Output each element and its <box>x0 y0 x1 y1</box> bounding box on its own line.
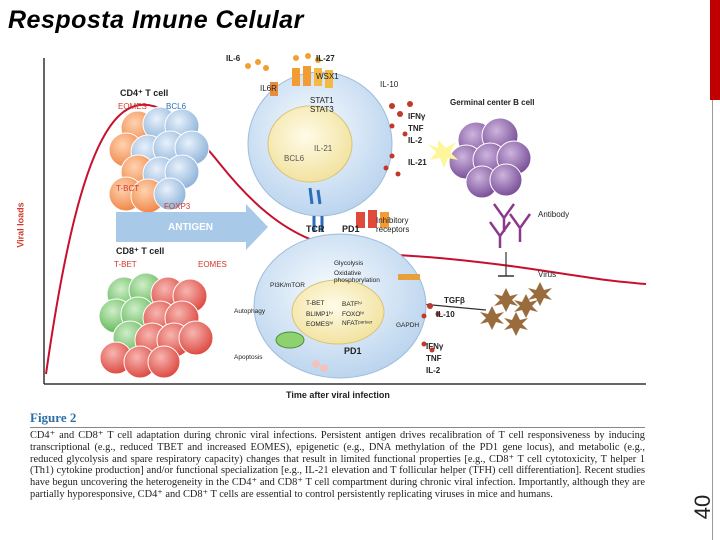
figure-graphic <box>43 53 647 385</box>
viral-load-curve <box>45 103 647 375</box>
virus-label: Virus <box>538 270 557 279</box>
nfat-label: NFATᵖᵃʳᵗⁿᵉʳ <box>342 320 373 327</box>
cd4-cell-cluster <box>108 106 210 214</box>
cd8-pd1-label: PD1 <box>344 346 362 356</box>
il6-dots <box>245 53 321 71</box>
virus-particles <box>480 282 552 336</box>
pd1-label: PD1 <box>342 224 360 234</box>
batf-label: BATFʰⁱ <box>342 301 362 308</box>
blimp-label: BLIMP1ʰⁱ <box>306 311 333 318</box>
cd4-eomes-label: EOMES <box>118 102 147 111</box>
caption-text: CD4⁺ and CD8⁺ T cell adaptation during c… <box>30 430 645 500</box>
tnf-out-label: TNF <box>408 124 424 133</box>
cd8-large-cell <box>253 210 427 379</box>
gapdh-label: GAPDH <box>396 322 420 329</box>
cd8-tbet-label: T-BET <box>114 260 137 269</box>
antigen-arrow <box>116 204 268 250</box>
antibody-label: Antibody <box>538 210 570 219</box>
il6r-label: IL6R <box>260 84 277 93</box>
stat-label: STAT1 STAT3 <box>310 96 334 114</box>
ifng-cd8-label: IFNγ <box>426 342 444 351</box>
caption-title: Figure 2 <box>30 410 645 428</box>
cd4-label: CD4⁺ T cell <box>120 88 169 98</box>
accent-bar <box>710 0 720 100</box>
cd4-tbct-label: T-BCT <box>116 184 140 193</box>
pi3k-label: PI3K/mTOR <box>270 282 305 289</box>
germinal-label: Germinal center B cell <box>450 98 535 107</box>
figure-caption: Figure 2 CD4⁺ and CD8⁺ T cell adaptation… <box>30 410 645 501</box>
bcl6-nucleus-label: BCL6 <box>284 154 305 163</box>
glycolysis-label: Glycolysis <box>334 260 364 267</box>
il10-cd8-label: IL-10 <box>436 310 455 319</box>
cytokine-dots <box>383 101 413 177</box>
slide-title: Resposta Imune Celular <box>8 6 304 34</box>
oxidative-label: Oxidative phosphorylation <box>334 270 380 284</box>
divider-line <box>712 100 713 540</box>
il10-out-label: IL-10 <box>380 80 399 89</box>
tgfb-label: TGFβ <box>444 296 465 305</box>
foxo-label: FOXOʰⁱ <box>342 311 365 318</box>
il2-cd8-label: IL-2 <box>426 366 441 375</box>
il2-out-label: IL-2 <box>408 136 423 145</box>
cd4-bcl6-label: BCL6 <box>166 102 187 111</box>
page-number: 40 <box>690 494 715 520</box>
figure-diagram: Viral loads Time after viral infection C… <box>16 44 650 404</box>
tbet-lo-label: T-BET <box>306 300 325 307</box>
cd8-eomes-label: EOMES <box>198 260 227 269</box>
il21-out-label: IL-21 <box>408 158 427 167</box>
il6-label: IL-6 <box>226 54 241 63</box>
cd8-cell-cluster <box>98 272 214 379</box>
antigen-label: ANTIGEN <box>168 222 213 233</box>
cd8-label: CD8⁺ T cell <box>116 246 165 256</box>
apoptosis-label: Apoptosis <box>234 354 263 361</box>
il27-label: IL-27 <box>316 54 335 63</box>
tcr-label: TCR <box>306 224 325 234</box>
cd8-cytokine-dots <box>421 303 441 353</box>
cd4-foxp3-label: FOXP3 <box>164 202 191 211</box>
autophagy-label: Autophagy <box>234 308 266 315</box>
tnf-cd8-label: TNF <box>426 354 442 363</box>
y-axis-label: Viral loads <box>15 202 26 248</box>
inhibitory-label: Inhibitory receptors <box>376 216 410 234</box>
cd4-large-cell <box>247 66 393 217</box>
ifng-out-label: IFNγ <box>408 112 426 121</box>
wsx1-label: WSX1 <box>316 72 339 81</box>
signal-star <box>428 140 458 168</box>
x-axis-label: Time after viral infection <box>286 390 390 400</box>
antibody-cluster <box>488 203 532 248</box>
eomes-hi-label: EOMESʰⁱ <box>306 321 334 328</box>
germinal-b-cells <box>448 117 532 199</box>
il21-nucleus-label: IL-21 <box>314 144 333 153</box>
